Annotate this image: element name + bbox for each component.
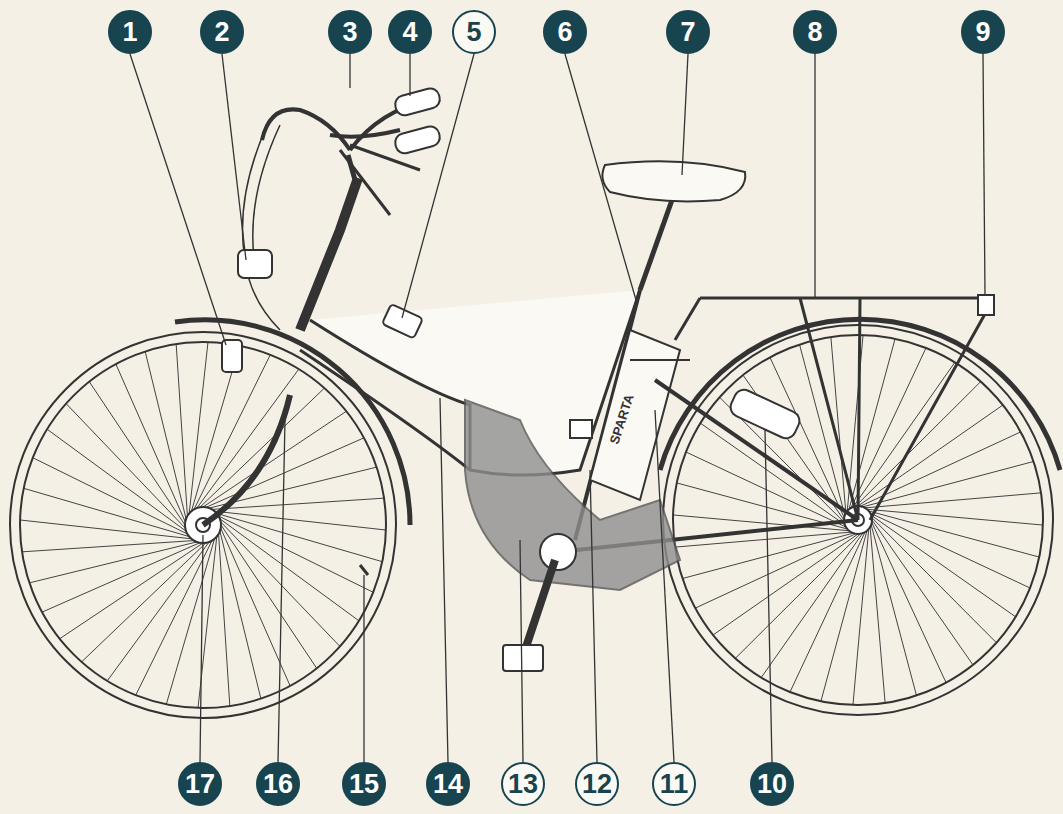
spoke xyxy=(166,539,214,704)
spoke xyxy=(713,534,858,635)
spoke xyxy=(871,515,1015,617)
spoke xyxy=(735,534,860,659)
spoke xyxy=(66,404,185,529)
spoke xyxy=(82,543,207,662)
callout-text: 17 xyxy=(185,771,215,798)
spoke xyxy=(872,520,973,665)
spoke xyxy=(869,511,1040,557)
callout-number: 1 xyxy=(108,10,152,54)
callout-text: 15 xyxy=(349,771,379,798)
callout-number: 4 xyxy=(388,10,432,54)
callout-number: 11 xyxy=(652,762,696,806)
callout-text: 7 xyxy=(680,19,695,46)
spoke xyxy=(176,344,187,516)
spoke xyxy=(145,351,186,518)
spoke xyxy=(60,543,203,639)
spoke xyxy=(219,534,230,706)
callout-text: 8 xyxy=(807,19,822,46)
spoke xyxy=(870,527,885,703)
callout-number: 8 xyxy=(793,10,837,54)
spoke xyxy=(856,382,981,507)
spoke xyxy=(695,534,855,608)
callout-number: 3 xyxy=(328,10,372,54)
callout-text: 2 xyxy=(214,19,229,46)
brand-label: SPARTA xyxy=(607,392,637,446)
callout-number: 6 xyxy=(543,10,587,54)
callout-number: 13 xyxy=(501,762,545,806)
callout-text: 12 xyxy=(582,771,612,798)
callout-number: 9 xyxy=(961,10,1005,54)
callout-number: 5 xyxy=(452,10,496,54)
spoke xyxy=(700,423,844,525)
spoke xyxy=(200,388,325,507)
spoke xyxy=(800,344,845,515)
spoke xyxy=(790,532,865,692)
spoke xyxy=(42,543,200,612)
callout-text: 5 xyxy=(466,19,481,46)
callout-number: 12 xyxy=(575,762,619,806)
spoke xyxy=(853,362,955,506)
spoke xyxy=(821,531,867,702)
spoke xyxy=(22,541,194,552)
callout-text: 1 xyxy=(122,19,137,46)
callout-text: 14 xyxy=(433,771,463,798)
spoke xyxy=(870,513,1030,588)
callout-number: 14 xyxy=(426,762,470,806)
spoke xyxy=(24,488,189,536)
spoke xyxy=(203,411,346,507)
spoke xyxy=(849,339,895,510)
spoke xyxy=(871,525,916,696)
callout-number: 16 xyxy=(256,762,300,806)
spoke xyxy=(872,518,997,643)
callout-number: 10 xyxy=(750,762,794,806)
spoke xyxy=(217,513,382,561)
callout-number: 15 xyxy=(342,762,386,806)
spoke xyxy=(194,355,270,510)
spoke xyxy=(29,542,196,583)
spoke xyxy=(221,525,317,668)
callout-number: 17 xyxy=(178,762,222,806)
callout-text: 6 xyxy=(557,19,572,46)
spoke xyxy=(761,533,863,677)
bike-lines xyxy=(10,54,1060,762)
callout-text: 13 xyxy=(508,771,538,798)
spoke xyxy=(675,532,851,547)
callout-text: 9 xyxy=(975,19,990,46)
spoke xyxy=(47,429,186,531)
callout-number: 2 xyxy=(200,10,244,54)
spoke xyxy=(33,458,188,534)
callout-text: 3 xyxy=(342,19,357,46)
callout-text: 16 xyxy=(263,771,293,798)
spoke xyxy=(220,519,359,621)
callout-text: 10 xyxy=(757,771,787,798)
spoke xyxy=(107,542,209,681)
callout-number: 7 xyxy=(666,10,710,54)
spoke xyxy=(220,531,261,698)
spoke xyxy=(89,382,185,525)
spoke xyxy=(858,405,1003,506)
spoke xyxy=(116,364,185,522)
spoke xyxy=(219,516,374,592)
callout-text: 11 xyxy=(660,771,689,798)
callout-text: 4 xyxy=(402,19,417,46)
spoke xyxy=(872,522,946,682)
spoke xyxy=(865,493,1041,508)
